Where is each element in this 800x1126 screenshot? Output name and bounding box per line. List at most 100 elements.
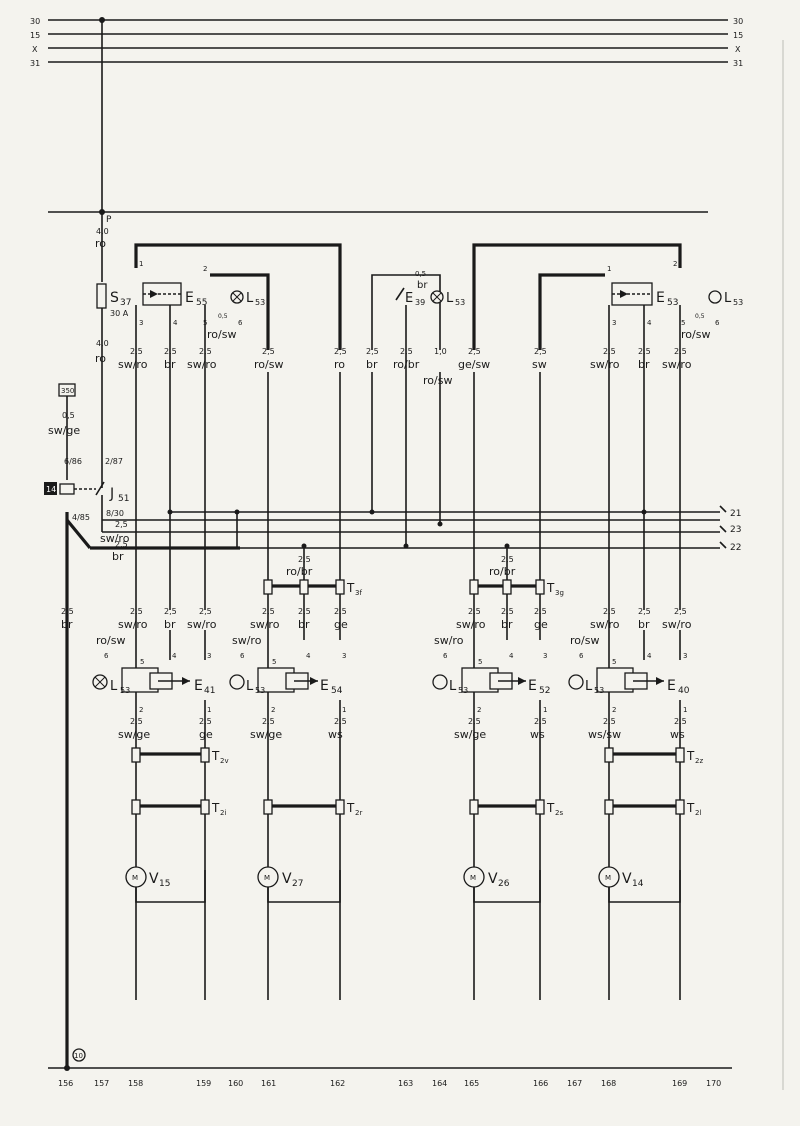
lower-1-pin-1: 1 [207,706,211,714]
lower-1-conn-upper: 2v [220,757,229,765]
lower-2-conn-upper: 2r [355,809,362,817]
bus-label-left-x: X [32,45,38,54]
lower-2-pin-2: 2 [271,706,275,714]
footer-num-170: 170 [706,1079,721,1088]
splice-2: 2,5 ro/br T 3g [469,543,564,640]
lower-1-top-3-color: sw/ro [187,618,217,631]
supply-size: 4,0 [96,227,109,236]
upper-switch-2-pin-3: 3 [612,319,616,327]
lower-2-conn-upper-t: T [346,801,355,815]
lower-3-top-3-size: 2,5 [534,607,547,616]
lower-1-pin-5: 5 [140,658,144,666]
splice-1-connector-sub: 3f [355,589,362,597]
lower-2-top-2-color: br [298,618,310,631]
upper-switch-2-wire-3-color: sw/ro [590,358,620,371]
upper-switch-1-wire-2-color: br [164,358,176,371]
upper-switch-2-wire-2-color: sw [532,358,547,371]
footer-num-159: 159 [196,1079,211,1088]
upper-switch-2-pin-1: 1 [607,265,611,273]
lower-1-pin-4: 4 [172,652,177,660]
footer-num-169: 169 [672,1079,687,1088]
lower-4-bottom-2-color: ws [670,728,685,741]
lower-3-bottom-2-size: 2,5 [534,717,547,726]
upper-switch-1-sub: 55 [196,298,207,308]
lower-1-pin-3: 3 [207,652,211,660]
lower-2-bottom-1-size: 2,5 [262,717,275,726]
lower-4-motor-sub: 14 [632,879,644,889]
lower-4-pin-2: 2 [612,706,616,714]
upper-switch-1-wire-1-color: sw/ro [118,358,148,371]
relay-coil [59,483,75,495]
upper-switch-2-lamp-size: 0,5 [695,313,705,320]
lower-4-conn-lower-t: T [686,801,695,815]
lower-3-top-3-color: ge [534,618,548,631]
lower-4-bottom-1-size: 2,5 [603,717,616,726]
lower-3-top-2-color: br [501,618,513,631]
lower-2-bottom-2-color: ws [328,728,343,741]
center-wire-2-color: ro/br [393,358,420,371]
lower-3-top-2-size: 2,5 [501,607,514,616]
lower-4-bottom-1-color: ws/sw [588,728,621,741]
lower-2-top-1-size: 2,5 [262,607,275,616]
lower-4-pin-4: 4 [647,652,652,660]
splice-1-connector: T [346,581,355,595]
lower-4-conn-upper-t: T [686,749,695,763]
lower-2-pin-1: 1 [342,706,346,714]
lower-3-lamp-sub: 53 [458,686,468,695]
lower-2-motor: V [282,871,292,887]
upper-switch-2-pin-5: 5 [681,319,685,327]
upper-switch-2-sub: 53 [667,298,678,308]
supply-size-below: 4,0 [96,339,109,348]
lower-4-pin-5: 5 [612,658,616,666]
lower-3-bottom-2-color: ws [530,728,545,741]
upper-switch-2-wire-4-size: 2,5 [638,347,651,356]
lower-4-top-1-color: sw/ro [590,618,620,631]
upper-switch-2-wire-5-color: sw/ro [662,358,692,371]
bus-label-left-15: 15 [30,31,40,40]
relay-j51: 350 0,5 sw/ge 6/86 2/87 14 J 51 8/30 4/8… [44,383,129,522]
upper-switch-1-name: E [185,290,194,306]
fuse-label-sub: 37 [120,298,131,308]
upper-switch-2-lamp-wire: ro/sw [681,328,710,341]
footer-num-156: 156 [58,1079,73,1088]
upper-switch-2-wire-3-size: 2,5 [603,347,616,356]
fuse-rating: 30 A [110,309,129,318]
footer-num-160: 160 [228,1079,243,1088]
lower-3-sub: 52 [539,686,550,696]
relay-name-sub: 51 [118,494,129,504]
relay-wire-size: 0,5 [62,411,75,420]
lower-3-motor-symbol: M [470,874,476,882]
center-switch-sub: 39 [415,298,425,307]
lower-1-bottom-2-color: ge [199,728,213,741]
upper-switch-2-pin-4: 4 [647,319,652,327]
supply-feed: P 4,0 ro S 37 30 A 4,0 ro [95,20,131,488]
lower-4-pin-6: 6 [579,652,584,660]
upper-switch-2-wire-4-color: br [638,358,650,371]
lower-3-pin-6: 6 [443,652,448,660]
upper-switch-1-lamp-size: 0,5 [218,313,228,320]
supply-node: P [106,215,112,225]
upper-switch-2-wire-1-size: 2,5 [468,347,481,356]
lower-switch-2: 2,5 sw/ro 2,5 br 2,5 ge sw/ro L 53 E 54 … [229,607,362,1000]
footer-num-162: 162 [330,1079,345,1088]
lower-2-pin-5: 5 [272,658,276,666]
bus-label-left-30: 30 [30,17,40,26]
lower-2-bottom-2-size: 2,5 [334,717,347,726]
lower-3-pin-3: 3 [543,652,547,660]
lower-4-lamp-sub: 53 [594,686,604,695]
footer-num-161: 161 [261,1079,276,1088]
lower-1-lamp-wire: ro/sw [96,634,125,647]
upper-switch-1-lamp-sub: 53 [255,298,265,307]
bus-bars: 30 15 X 31 30 15 X 31 [30,17,743,68]
upper-switch-1-pin-2: 2 [203,265,207,273]
center-switch-e39: 0,5 br E 39 L 53 2,5 br 2,5 ro/br 1,0 ro… [366,270,465,546]
lower-1-top-2-size: 2,5 [164,607,177,616]
center-switch-top-color: br [417,280,428,291]
lower-4-top-3-size: 2,5 [674,607,687,616]
ground-point: 10 [74,1052,83,1060]
lower-3-conn-upper-t: T [546,801,555,815]
lower-1-motor-symbol: M [132,874,138,882]
relay-pin-86: 6/86 [64,457,82,466]
lower-2-motor-sub: 27 [292,879,303,889]
upper-switch-1-pin-3: 3 [139,319,143,327]
